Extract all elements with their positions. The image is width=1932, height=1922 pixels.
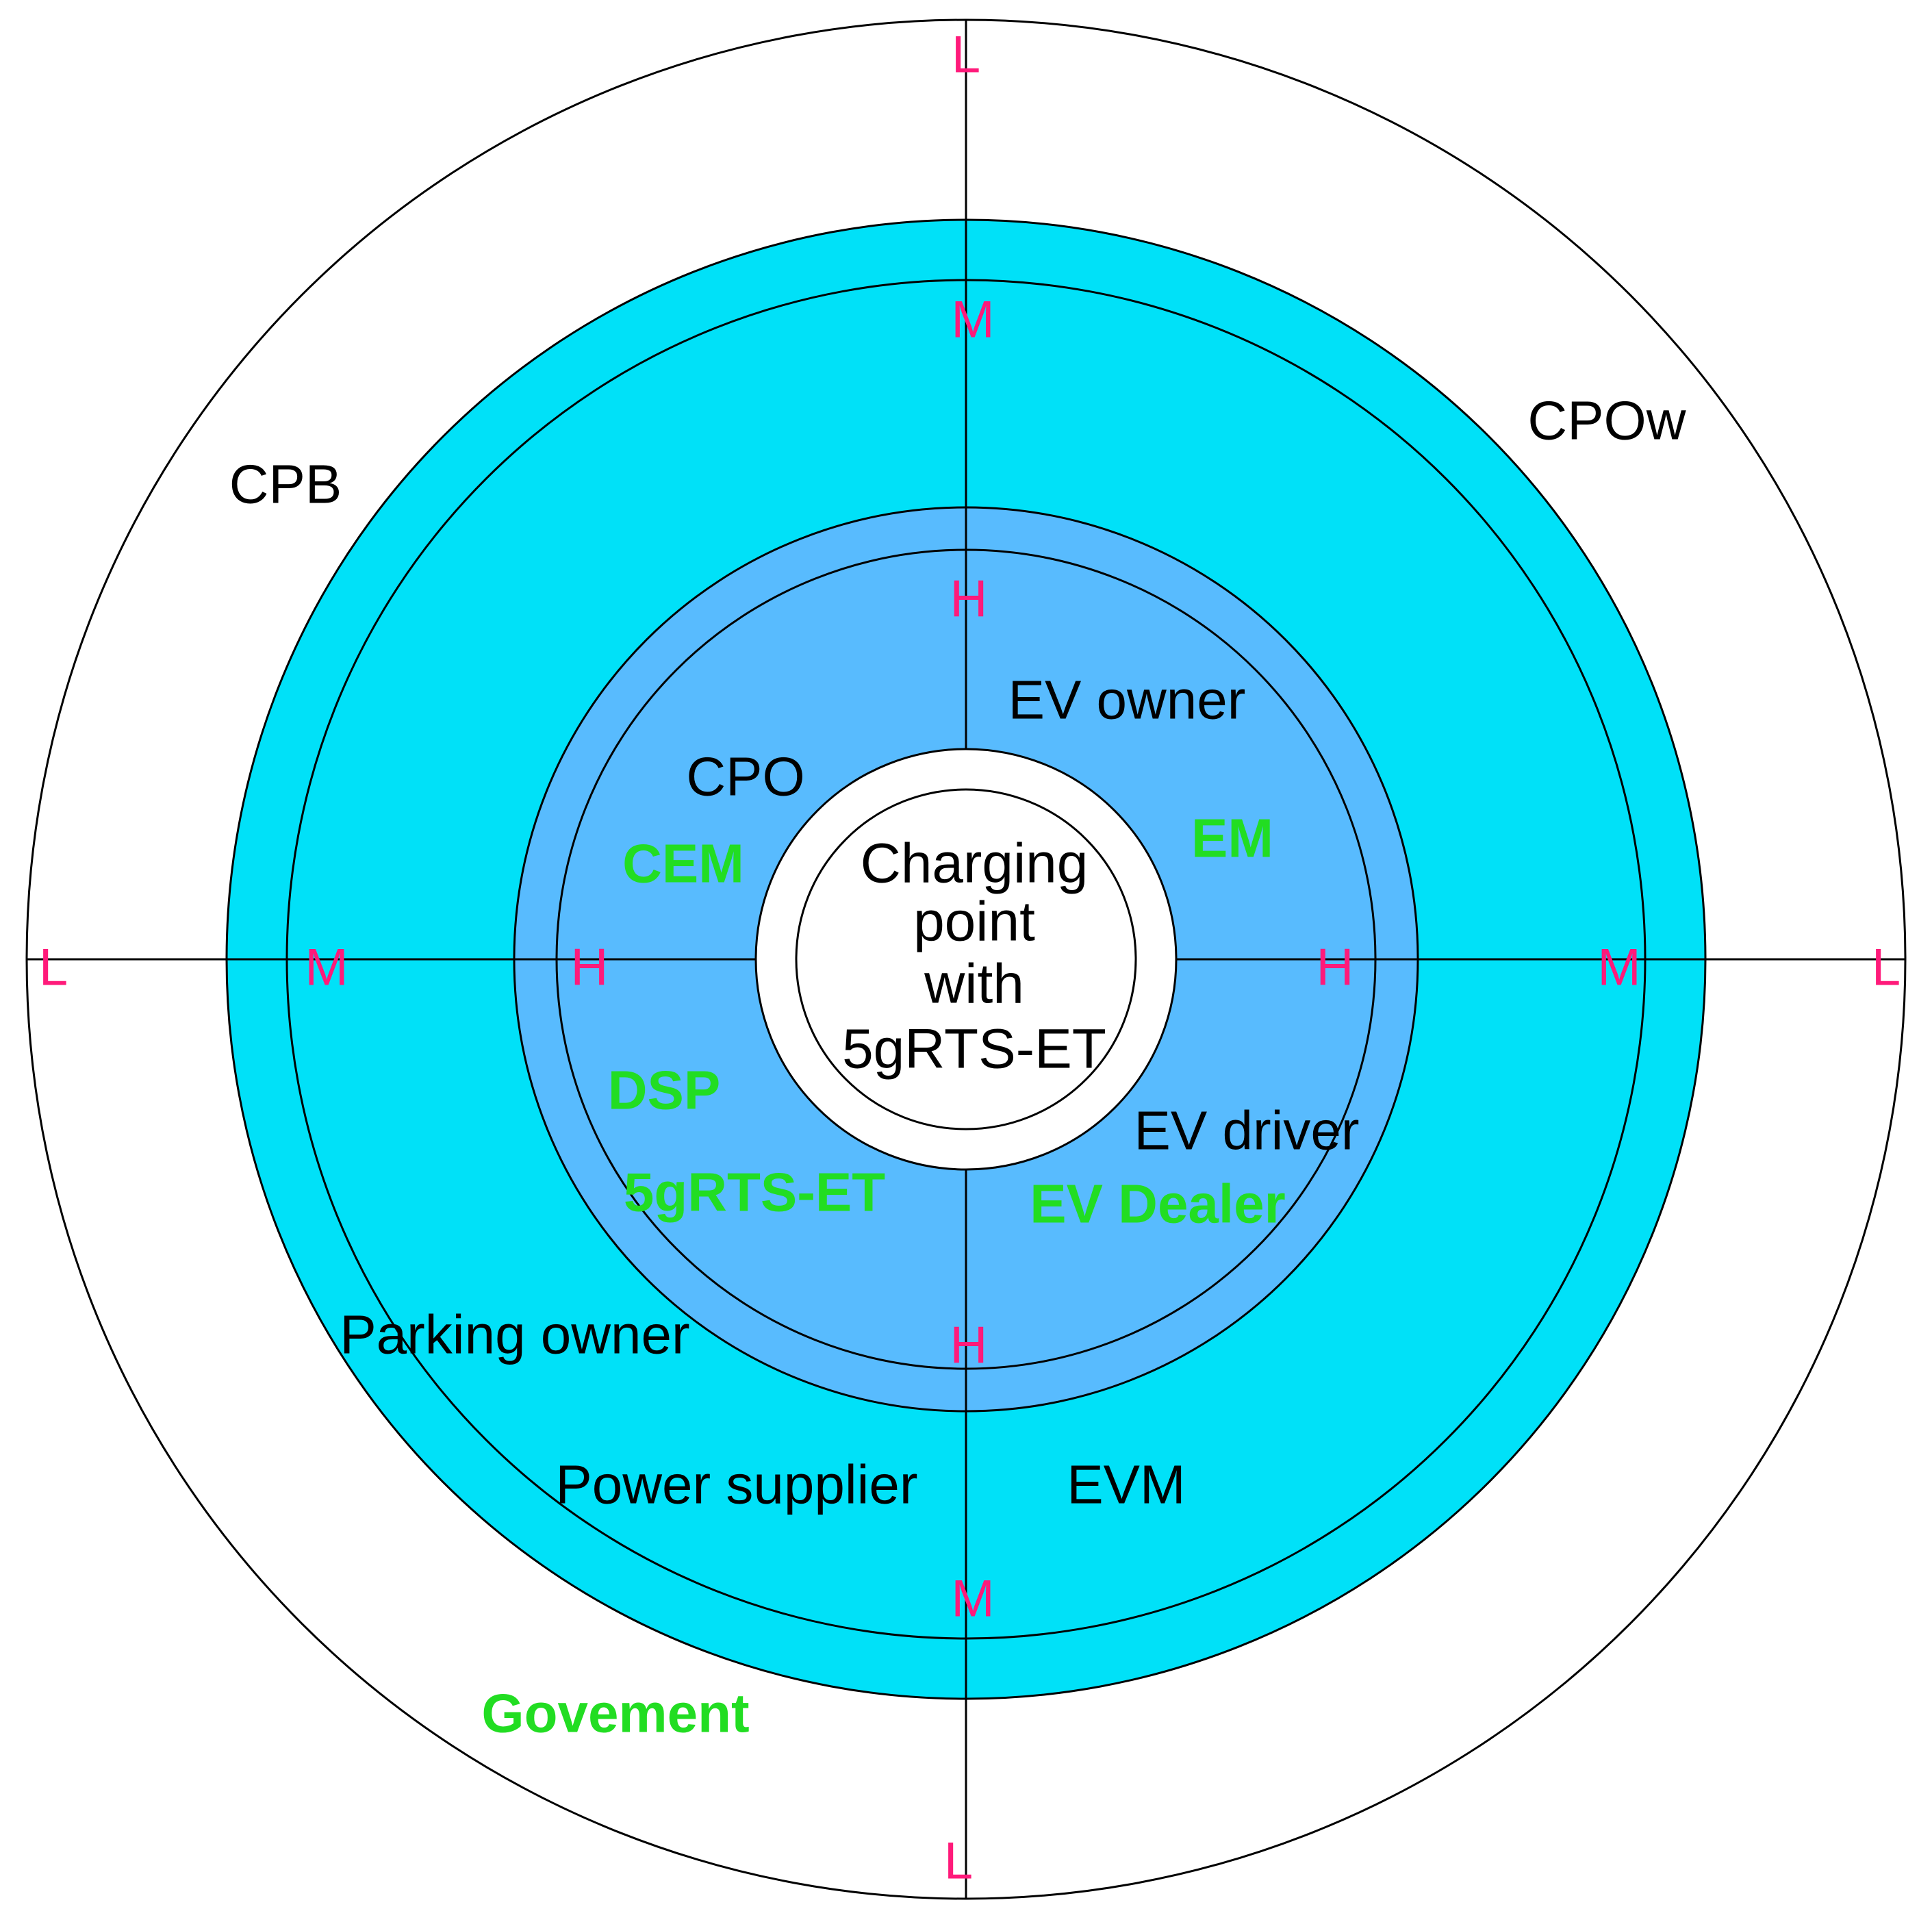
center-line-2: point (913, 891, 1035, 953)
level-label-high-top: H (950, 570, 988, 629)
stakeholder-ev-dealer: EV Dealer (1030, 1174, 1286, 1235)
stakeholder-govement: Govement (481, 1683, 749, 1744)
center-line-1: Charging (861, 833, 1089, 895)
center-line-3: with (924, 953, 1024, 1015)
stakeholder-ev-driver: EV driver (1134, 1100, 1360, 1161)
stakeholder-cpo: CPO (686, 746, 804, 807)
stakeholder-ev-owner: EV owner (1008, 670, 1246, 731)
level-label-low-bottom: L (944, 1832, 973, 1891)
level-label-low-right: L (1872, 939, 1901, 997)
stakeholder-cem: CEM (622, 833, 744, 894)
stakeholder-evm: EVM (1067, 1454, 1185, 1515)
stakeholder-cpow: CPOw (1527, 390, 1686, 451)
stakeholder-power-supplier: Power supplier (555, 1454, 917, 1515)
level-label-medium-right: M (1597, 939, 1640, 997)
level-label-medium-top: M (951, 291, 994, 349)
level-label-high-bottom: H (950, 1317, 988, 1375)
level-label-low-left: L (39, 939, 68, 997)
level-label-medium-bottom: M (951, 1570, 994, 1628)
level-label-medium-left: M (305, 939, 348, 997)
stakeholder-em: EM (1191, 808, 1273, 869)
center-line-4: 5gRTS-ET (842, 1018, 1106, 1080)
level-label-high-left: H (571, 939, 609, 997)
stakeholder-5grts-et: 5gRTS-ET (624, 1162, 885, 1223)
core-inner-circle (795, 788, 1137, 1130)
level-label-low-top: L (952, 26, 980, 84)
stakeholder-dsp: DSP (608, 1060, 721, 1121)
stakeholder-cpb: CPB (229, 454, 342, 515)
level-label-high-right: H (1317, 939, 1354, 997)
stakeholder-parking-owner: Parking owner (340, 1304, 689, 1365)
